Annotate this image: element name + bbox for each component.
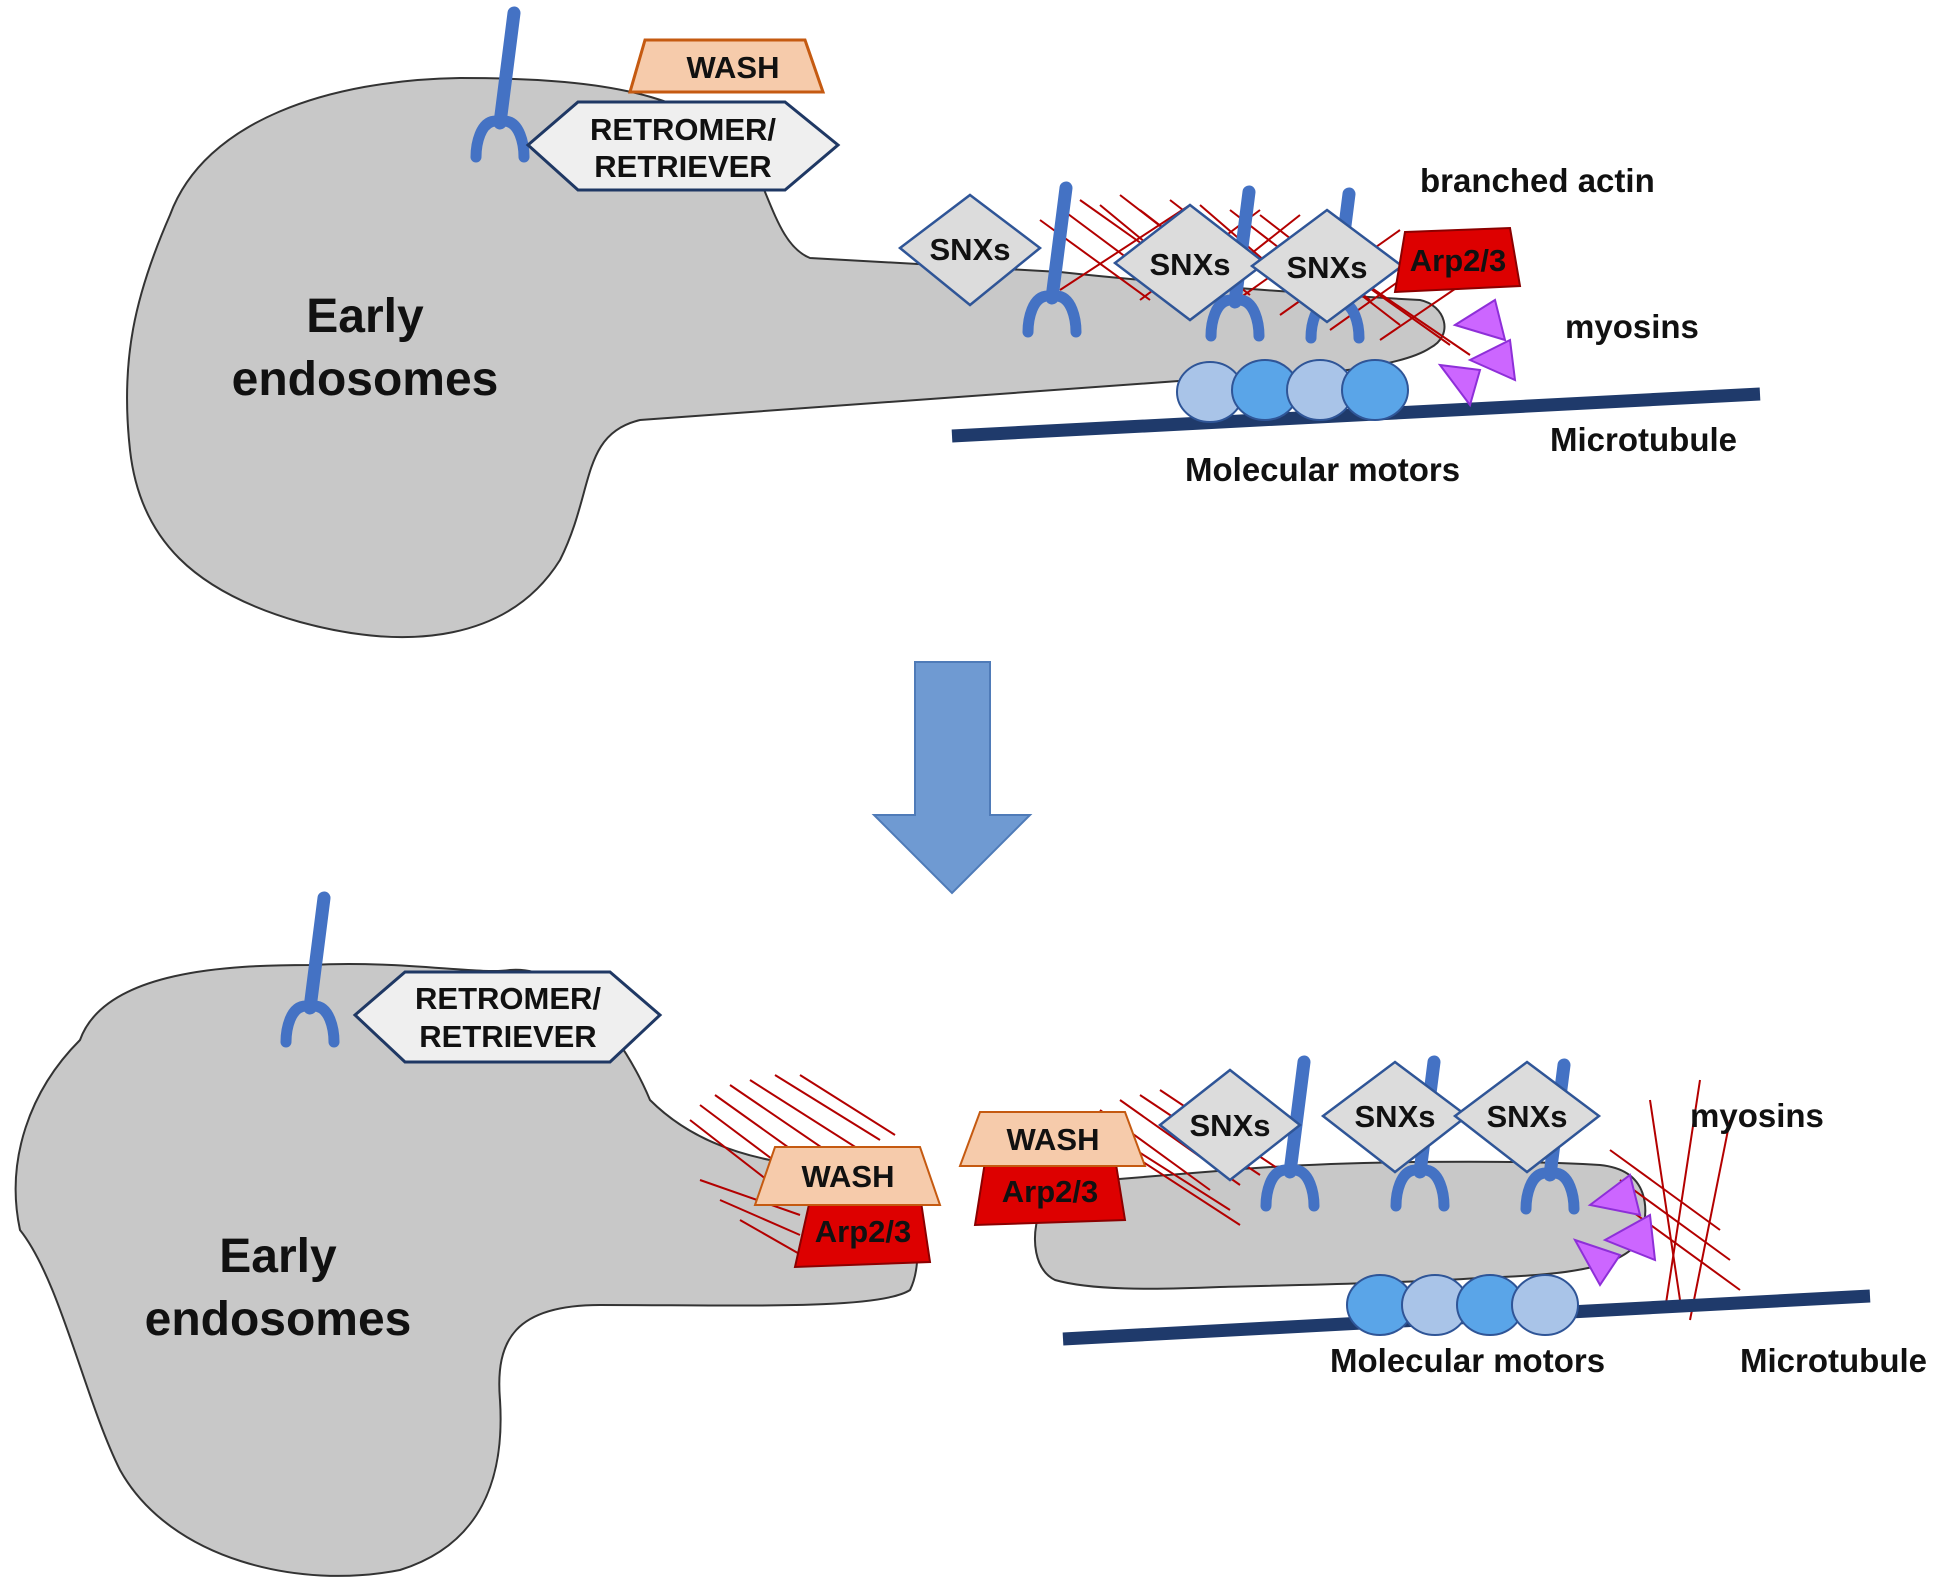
arp23-top: Arp2/3	[1393, 226, 1522, 294]
bottom-panel: SNXs SNXs SNXs Arp2/3 WASH Arp2/3 WASH	[14, 898, 1927, 1577]
snx-bottom-3: SNXs	[1452, 1060, 1602, 1174]
snx-bottom-1: SNXs	[1157, 1068, 1303, 1182]
retromer-label-line2: RETRIEVER	[419, 1019, 596, 1054]
arp23-bottom-right: Arp2/3	[973, 1156, 1127, 1227]
retromer-retriever-top: RETROMER/ RETRIEVER	[525, 100, 841, 192]
wash-label: WASH	[1007, 1122, 1100, 1157]
myosins-label-top: myosins	[1565, 308, 1699, 345]
molecular-motors-top	[1176, 359, 1409, 423]
snx-label: SNXs	[1355, 1099, 1436, 1134]
wash-bottom-left: WASH	[753, 1146, 942, 1206]
early-endosomes-label-top-line2: endosomes	[232, 353, 499, 406]
snx-label: SNXs	[1190, 1108, 1271, 1143]
top-panel: SNXs SNXs SNXs Arp2/3 WASH RETROMER/ RET…	[125, 13, 1761, 639]
early-endosomes-label-bottom-line1: Early	[219, 1230, 337, 1283]
arp23-label: Arp2/3	[1410, 243, 1506, 278]
retromer-label-line1: RETROMER/	[590, 112, 776, 147]
snx-label: SNXs	[1487, 1099, 1568, 1134]
snx-label: SNXs	[1150, 247, 1231, 282]
retromer-retriever-bottom: RETROMER/ RETRIEVER	[352, 970, 663, 1064]
wash-top: WASH	[628, 38, 826, 94]
arp23-label: Arp2/3	[815, 1214, 911, 1249]
snx-label: SNXs	[1287, 250, 1368, 285]
tubule-membrane-bottom	[1034, 1160, 1647, 1290]
microtubule-label-bottom: Microtubule	[1740, 1342, 1927, 1379]
wash-label: WASH	[687, 50, 780, 85]
retromer-label-line1: RETROMER/	[415, 981, 601, 1016]
snx-bottom-2: SNXs	[1320, 1060, 1470, 1174]
arp23-label: Arp2/3	[1002, 1174, 1098, 1209]
down-arrow	[871, 661, 1033, 895]
molecular-motors-label-bottom: Molecular motors	[1330, 1342, 1605, 1379]
snx-top-3: SNXs	[1249, 208, 1405, 324]
snx-label: SNXs	[930, 232, 1011, 267]
early-endosome-membrane-top	[125, 76, 1446, 639]
molecular-motors-label-top: Molecular motors	[1185, 451, 1460, 488]
myosins-label-bottom: myosins	[1690, 1097, 1824, 1134]
molecular-motors-bottom	[1346, 1274, 1579, 1336]
microtubule-label-top: Microtubule	[1550, 421, 1737, 458]
snx-top-2: SNXs	[1112, 203, 1268, 322]
branched-actin-label: branched actin	[1420, 162, 1655, 199]
early-endosomes-label-top-line1: Early	[306, 290, 424, 343]
myosin-icons-top	[1437, 298, 1517, 408]
early-endosomes-label-bottom-line2: endosomes	[145, 1293, 412, 1346]
branched-actin-bottom-right	[1609, 1079, 1741, 1321]
wash-bottom-right: WASH	[958, 1111, 1147, 1167]
wash-label: WASH	[802, 1159, 895, 1194]
snx-top-1: SNXs	[897, 193, 1043, 307]
myosin-icons-bottom	[1572, 1173, 1657, 1287]
retromer-label-line2: RETRIEVER	[594, 149, 771, 184]
